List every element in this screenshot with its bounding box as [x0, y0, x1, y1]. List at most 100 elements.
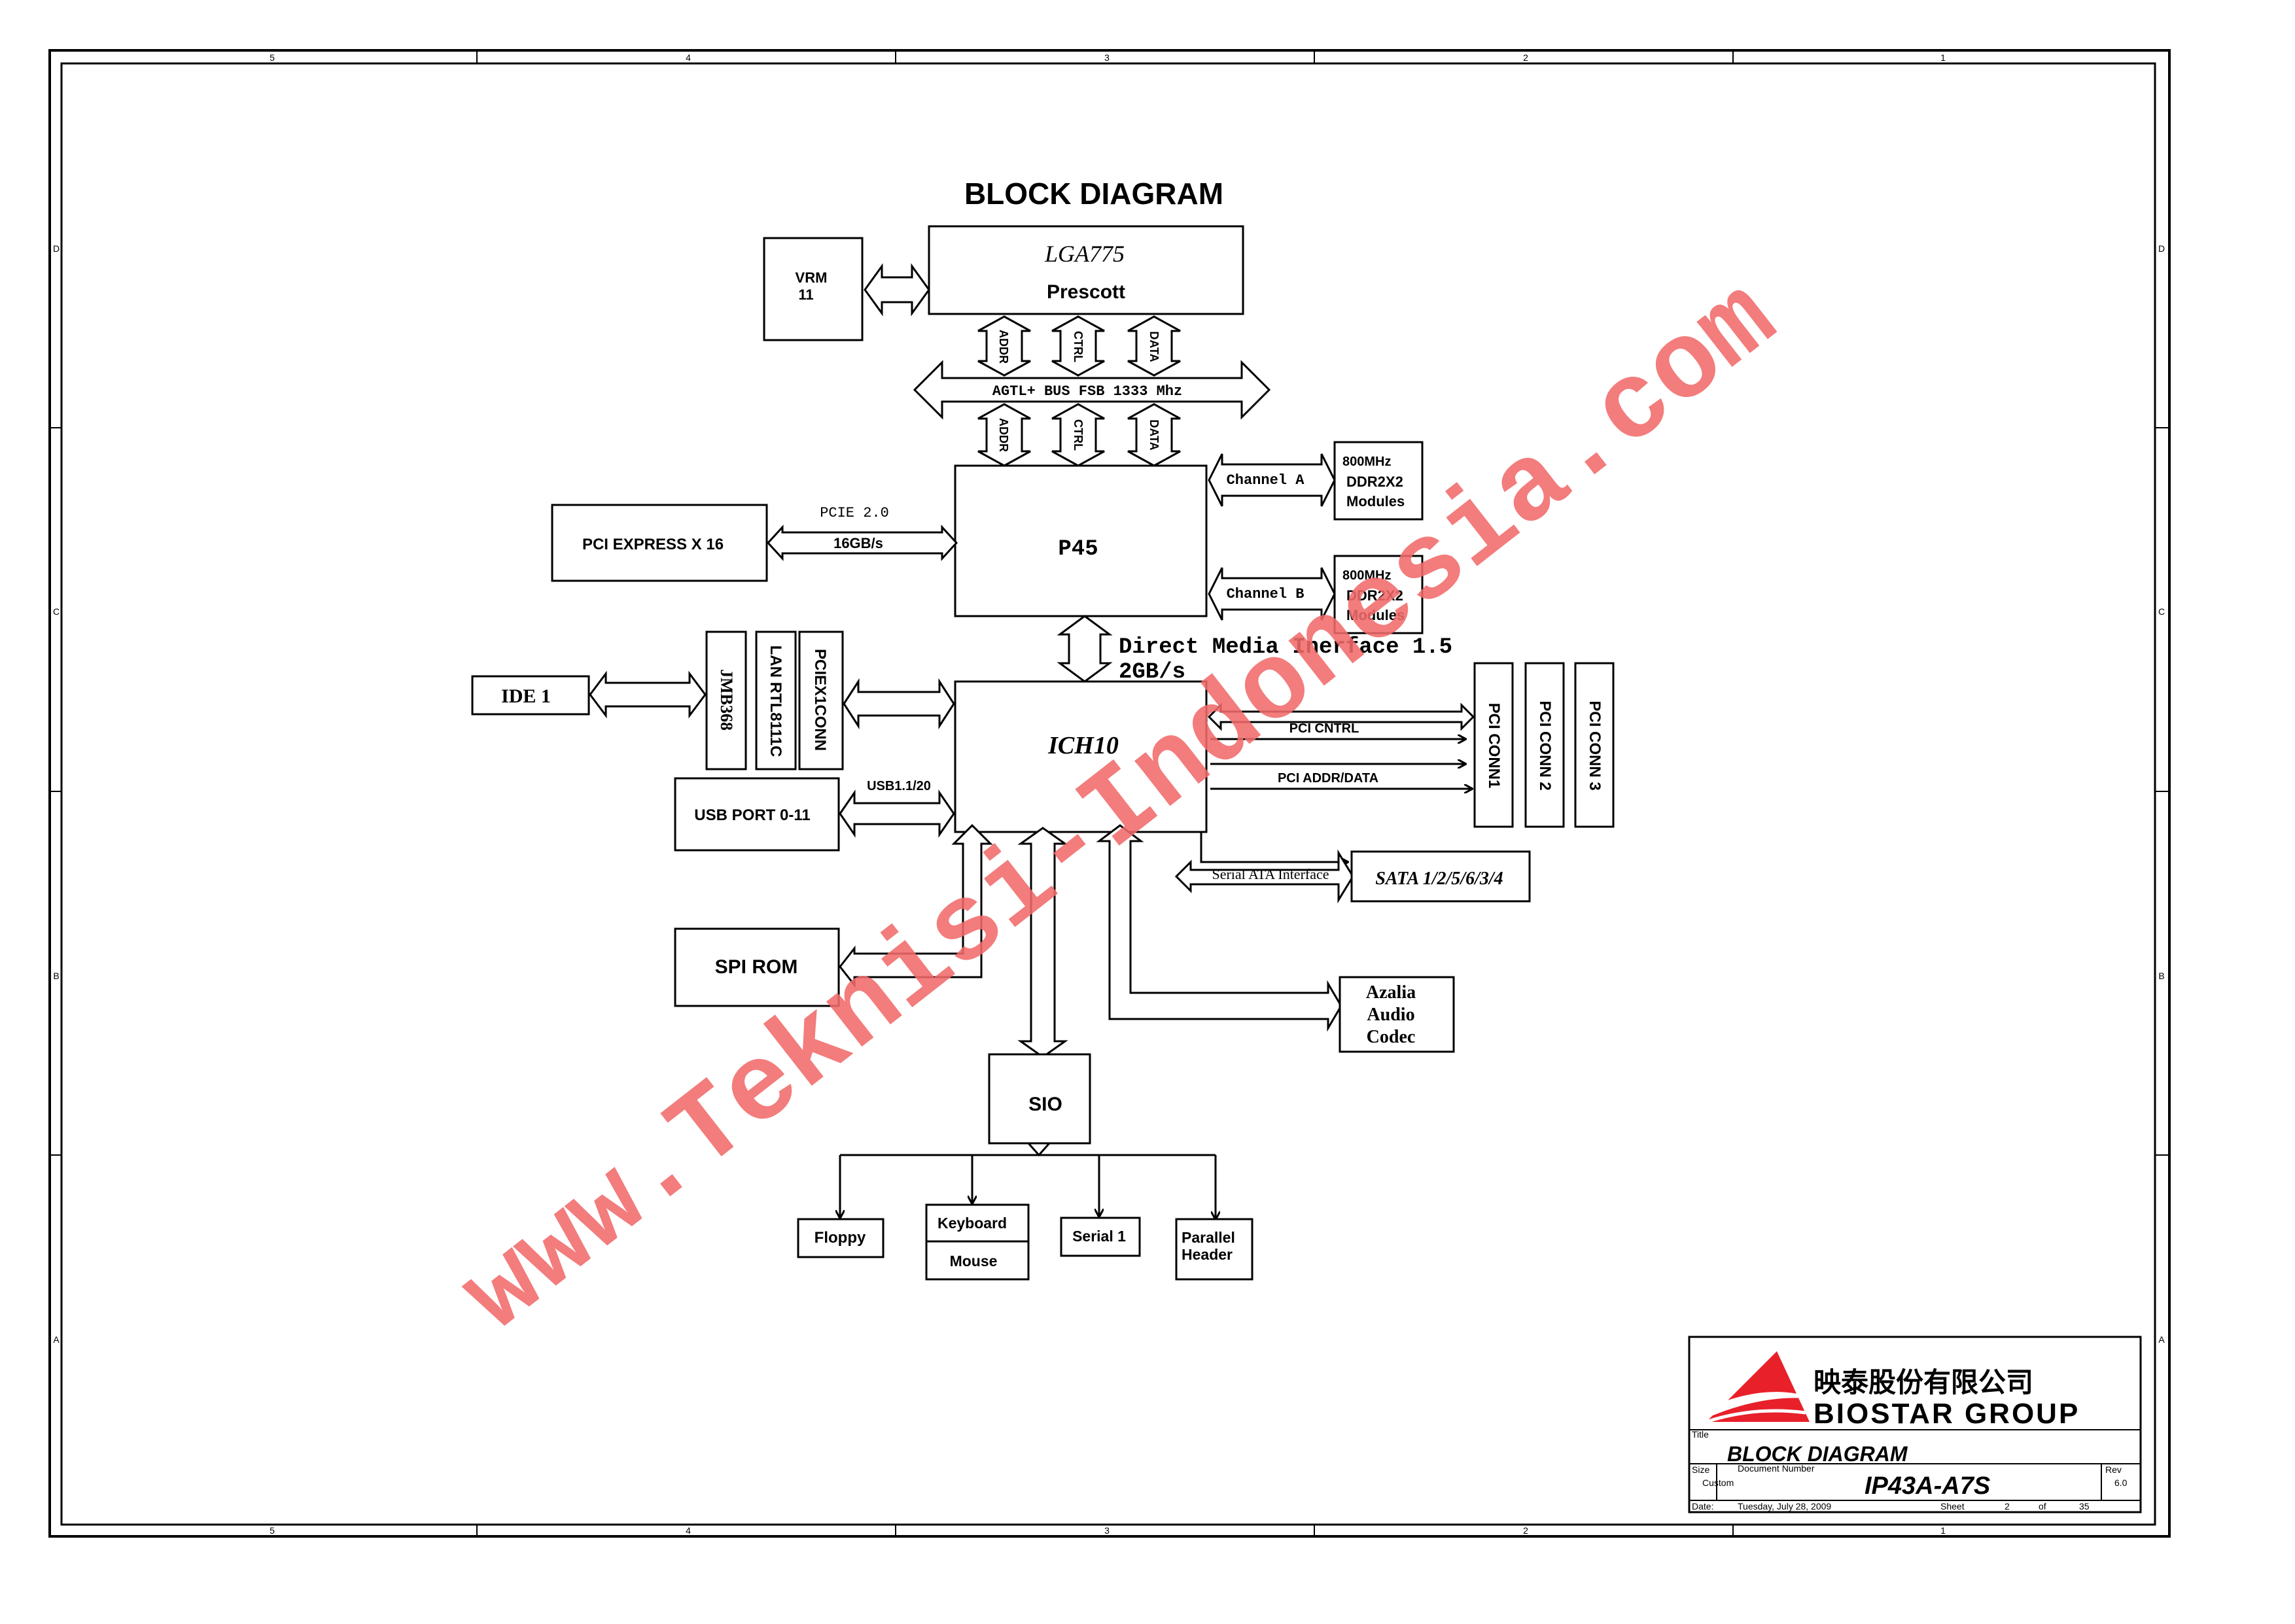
- company-name-en: BIOSTAR GROUP: [1813, 1398, 2080, 1430]
- docnum-field-value: IP43A-A7S: [1865, 1472, 1990, 1500]
- border-number: 3: [1104, 52, 1110, 63]
- pcie-version-label: PCIE 2.0: [820, 505, 889, 521]
- azalia-block: Azalia Audio Codec: [1339, 976, 1455, 1053]
- rev-field-value: 6.0: [2114, 1477, 2128, 1488]
- sio-block: SIO: [988, 1053, 1091, 1145]
- ide-jmb-arrow: [589, 670, 707, 719]
- fsb-data-label: DATA: [1148, 419, 1161, 450]
- dmi-arrow: [1057, 615, 1113, 683]
- floppy-label: Floppy: [815, 1229, 866, 1247]
- fsb-data-label: DATA: [1148, 331, 1161, 362]
- dmi-label: Direct Media Inerface 1.5: [1119, 635, 1452, 660]
- fsb-data-arrow-upper: [1127, 315, 1181, 377]
- sata-block: SATA 1/2/5/6/3/4: [1350, 850, 1531, 903]
- biostar-logo-mark: [1704, 1351, 1819, 1424]
- pci-addr-data-label: PCI ADDR/DATA: [1278, 771, 1378, 786]
- fsb-addr-label: ADDR: [997, 330, 1010, 364]
- pcie-x1-ich-arrow: [843, 678, 955, 730]
- size-field-label: Size: [1692, 1464, 1709, 1475]
- lan-block: LAN RTL8111C: [755, 631, 797, 770]
- channel-a-label: Channel A: [1227, 472, 1305, 489]
- border-letter: A: [53, 1334, 60, 1345]
- jmb-label: JMB368: [717, 669, 736, 731]
- serial-block: Serial 1: [1060, 1217, 1141, 1257]
- pci-cntrl-arrow: [1207, 702, 1475, 731]
- ddr-b-label: 800MHz: [1342, 568, 1391, 583]
- border-letter: C: [2158, 606, 2165, 617]
- sio-tap: [1027, 1143, 1051, 1157]
- vrm-block: VRM 11: [763, 237, 864, 341]
- spi-rom-block: SPI ROM: [674, 927, 840, 1007]
- of-field-label: of: [2039, 1501, 2046, 1512]
- azalia-label: Codec: [1367, 1027, 1416, 1047]
- pci-express-block: PCI EXPRESS X 16: [551, 504, 768, 582]
- border-letter: C: [53, 606, 60, 617]
- vrm-label: 11: [798, 286, 813, 303]
- of-field-value: 35: [2079, 1501, 2090, 1512]
- pci-express-label: PCI EXPRESS X 16: [582, 536, 724, 553]
- pci-conn3-label: PCI CONN 3: [1586, 700, 1603, 790]
- vrm-label: VRM: [796, 269, 828, 286]
- mouse-label: Mouse: [950, 1253, 998, 1270]
- azalia-label: Azalia: [1366, 982, 1416, 1003]
- vrm-cpu-arrow: [864, 263, 930, 317]
- fsb-bus-arrow: [913, 360, 1271, 420]
- cpu-name: LGA775: [1044, 241, 1125, 267]
- usb-port-label: USB PORT 0-11: [694, 806, 810, 824]
- title-field-value: BLOCK DIAGRAM: [1727, 1442, 1908, 1466]
- title-block: 映泰股份有限公司 BIOSTAR GROUP Title BLOCK DIAGR…: [1688, 1336, 2142, 1513]
- parallel-block: Parallel Header: [1175, 1218, 1253, 1281]
- ddr-a-label: DDR2X2: [1346, 474, 1403, 490]
- ich10-block: ICH10: [954, 680, 1208, 833]
- ide-label: IDE 1: [501, 685, 551, 707]
- ich10-label: ICH10: [1047, 732, 1119, 759]
- border-number: 4: [686, 52, 691, 63]
- usb-port-block: USB PORT 0-11: [674, 777, 840, 852]
- pci-conn2-block: PCI CONN 2: [1524, 662, 1565, 828]
- pcie-speed-label: 16GB/s: [833, 535, 883, 551]
- cpu-block: LGA775 Prescott: [928, 225, 1244, 315]
- border-number: 2: [1523, 52, 1528, 63]
- floppy-block: Floppy: [797, 1218, 885, 1258]
- rev-field-label: Rev: [2105, 1464, 2122, 1475]
- border-letter: B: [2158, 971, 2164, 981]
- usb-arrow: [839, 789, 955, 838]
- date-field-label: Date:: [1692, 1501, 1713, 1512]
- keyboard-label: Keyboard: [937, 1215, 1007, 1232]
- diagram-title: BLOCK DIAGRAM: [964, 177, 1223, 211]
- sio-label: SIO: [1028, 1094, 1062, 1115]
- fsb-ctrl-arrow-upper: [1051, 315, 1105, 377]
- ddr-a-label: Modules: [1346, 493, 1405, 510]
- jmb-block: JMB368: [705, 631, 747, 770]
- docnum-field-label: Document Number: [1738, 1463, 1815, 1474]
- border-letter: D: [53, 243, 60, 254]
- border-letter: D: [2158, 243, 2165, 254]
- date-field-value: Tuesday, July 28, 2009: [1738, 1501, 1831, 1512]
- fsb-addr-label: ADDR: [997, 418, 1010, 452]
- pcie-x1-label: PCIEX1CONN: [811, 649, 829, 751]
- sata-interface-label: Serial ATA Interface: [1212, 866, 1329, 882]
- keyboard-mouse-block: Keyboard Mouse: [925, 1203, 1030, 1281]
- channel-b-label: Channel B: [1227, 586, 1305, 602]
- pci-conn1-label: PCI CONN1: [1485, 703, 1503, 789]
- border-number: 1: [1940, 52, 1946, 63]
- p45-block: P45: [954, 464, 1208, 617]
- parallel-label: Parallel: [1182, 1229, 1235, 1246]
- sheet-field-value: 2: [2005, 1501, 2010, 1512]
- fsb-bus-label: AGTL+ BUS FSB 1333 Mhz: [992, 383, 1182, 400]
- fsb-addr-arrow-upper: [977, 315, 1031, 377]
- title-field-label: Title: [1692, 1429, 1709, 1440]
- border-number: 4: [686, 1525, 691, 1536]
- border-number: 5: [270, 1525, 275, 1536]
- pci-conn3-block: PCI CONN 3: [1574, 662, 1615, 828]
- sata-line: [1200, 832, 1348, 862]
- ddr-b-label: Modules: [1346, 607, 1405, 623]
- ddr-b-label: DDR2X2: [1346, 587, 1403, 604]
- border-number: 2: [1523, 1525, 1528, 1536]
- azalia-label: Audio: [1367, 1005, 1414, 1025]
- pci-conn2-label: PCI CONN 2: [1536, 700, 1554, 790]
- border-number: 3: [1104, 1525, 1110, 1536]
- ddr-a-block: 800MHz DDR2X2 Modules: [1333, 441, 1424, 521]
- border-letter: B: [53, 971, 59, 981]
